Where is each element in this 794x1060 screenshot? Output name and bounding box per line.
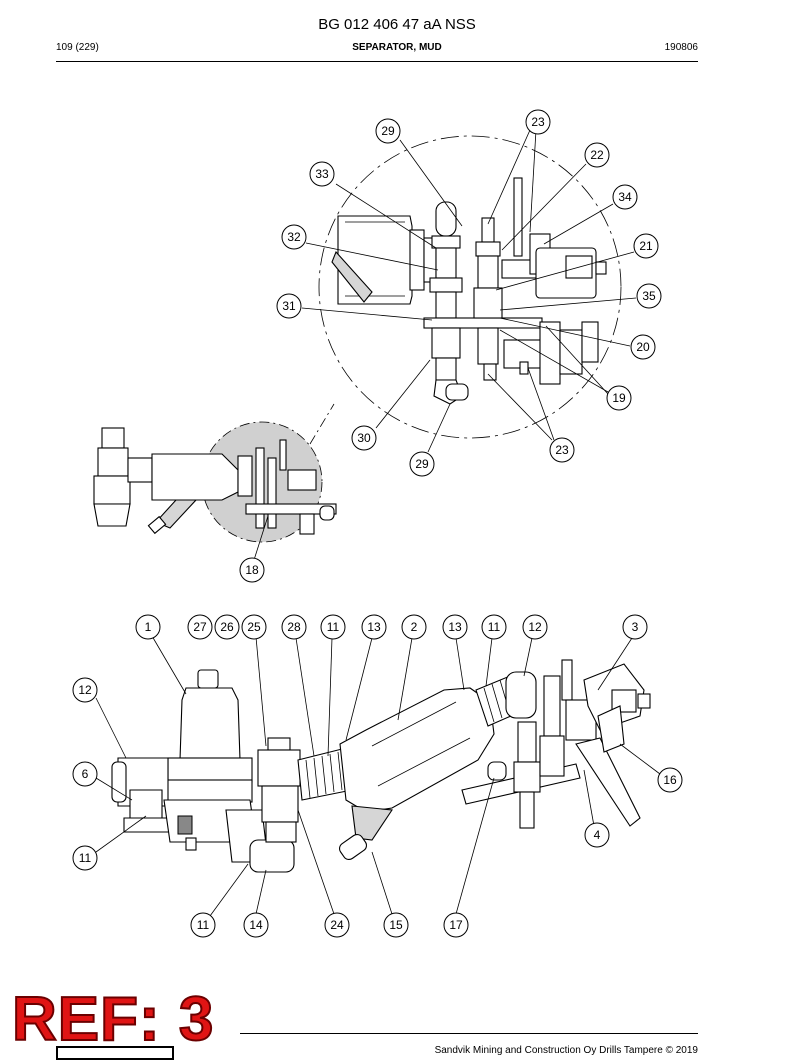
detail-callouts: 29 23 22 33 34 32 21 35 31 20 19 30 23 2…: [276, 109, 662, 477]
svg-text:32: 32: [287, 230, 301, 244]
document-date: 190806: [664, 42, 698, 53]
callout-18: 18: [239, 557, 265, 583]
callout-34: 34: [612, 184, 638, 210]
callout-31: 31: [276, 293, 302, 319]
svg-text:11: 11: [79, 851, 92, 865]
company-logo: [56, 1046, 174, 1060]
callout-33: 33: [309, 161, 335, 187]
footer-rule: [240, 1033, 698, 1034]
callout-11-bottom: 11: [190, 912, 216, 938]
svg-text:3: 3: [632, 620, 639, 634]
svg-text:29: 29: [381, 124, 395, 138]
callout-29: 29: [375, 118, 401, 144]
detail-view: [318, 135, 622, 439]
svg-text:35: 35: [642, 289, 656, 303]
svg-text:34: 34: [618, 190, 632, 204]
header-rule: [56, 61, 698, 62]
svg-text:26: 26: [220, 620, 234, 634]
svg-text:27: 27: [193, 620, 207, 634]
svg-text:14: 14: [249, 918, 263, 932]
callout-11-top: 11: [320, 614, 346, 640]
callout-20: 20: [630, 334, 656, 360]
svg-text:2: 2: [411, 620, 418, 634]
svg-text:23: 23: [531, 115, 545, 129]
overview-view: [93, 403, 337, 543]
callout-13-right: 13: [442, 614, 468, 640]
svg-text:11: 11: [197, 918, 210, 932]
svg-text:16: 16: [663, 773, 677, 787]
svg-text:28: 28: [287, 620, 301, 634]
callout-23: 23: [525, 109, 551, 135]
section-title: SEPARATOR, MUD: [352, 42, 442, 53]
footer-copyright: Sandvik Mining and Construction Oy Drill…: [434, 1045, 698, 1056]
callout-14: 14: [243, 912, 269, 938]
svg-text:13: 13: [367, 620, 381, 634]
svg-text:1: 1: [145, 620, 152, 634]
callout-24: 24: [324, 912, 350, 938]
svg-text:13: 13: [448, 620, 462, 634]
callout-35: 35: [636, 283, 662, 309]
svg-text:12: 12: [78, 683, 92, 697]
svg-text:12: 12: [528, 620, 542, 634]
svg-text:11: 11: [327, 620, 340, 634]
document-title: BG 012 406 47 aA NSS: [318, 16, 476, 33]
callout-22: 22: [584, 142, 610, 168]
svg-text:25: 25: [247, 620, 261, 634]
svg-text:22: 22: [590, 148, 604, 162]
callout-11-left: 11: [72, 845, 98, 871]
svg-text:33: 33: [315, 167, 329, 181]
svg-text:6: 6: [82, 767, 89, 781]
callout-17: 17: [443, 912, 469, 938]
callout-28: 28: [281, 614, 307, 640]
svg-text:20: 20: [636, 340, 650, 354]
svg-text:23: 23: [555, 443, 569, 457]
callout-11-top-right: 11: [481, 614, 507, 640]
overview-callouts: 18: [239, 515, 269, 583]
callout-25: 25: [241, 614, 267, 640]
svg-text:17: 17: [449, 918, 463, 932]
svg-text:4: 4: [594, 828, 601, 842]
callout-12-top: 12: [522, 614, 548, 640]
svg-text:15: 15: [389, 918, 403, 932]
callout-12-left: 12: [72, 677, 98, 703]
svg-text:18: 18: [245, 563, 259, 577]
callout-3: 3: [622, 614, 648, 640]
svg-text:11: 11: [488, 620, 501, 634]
main-assembly: [111, 659, 651, 873]
callout-15: 15: [383, 912, 409, 938]
callout-29-lower: 29: [409, 451, 435, 477]
callout-2: 2: [401, 614, 427, 640]
callout-30: 30: [351, 425, 377, 451]
callout-27: 27: [187, 614, 213, 640]
svg-text:19: 19: [612, 391, 626, 405]
callout-16: 16: [657, 767, 683, 793]
svg-text:21: 21: [639, 239, 653, 253]
callout-21: 21: [633, 233, 659, 259]
callout-32: 32: [281, 224, 307, 250]
callout-13-left: 13: [361, 614, 387, 640]
svg-text:30: 30: [357, 431, 371, 445]
callout-6: 6: [72, 761, 98, 787]
svg-text:24: 24: [330, 918, 344, 932]
callout-1: 1: [135, 614, 161, 640]
svg-text:29: 29: [415, 457, 429, 471]
callout-26: 26: [214, 614, 240, 640]
callout-23-lower: 23: [549, 437, 575, 463]
callout-19: 19: [606, 385, 632, 411]
svg-text:31: 31: [282, 299, 296, 313]
main-callouts: 1 27 26 25 28 11 13 2 13 11 12 3 12 6 11…: [72, 614, 683, 938]
page-number: 109 (229): [56, 42, 99, 53]
callout-4: 4: [584, 822, 610, 848]
ref-stamp: REF: 3: [11, 984, 215, 1055]
